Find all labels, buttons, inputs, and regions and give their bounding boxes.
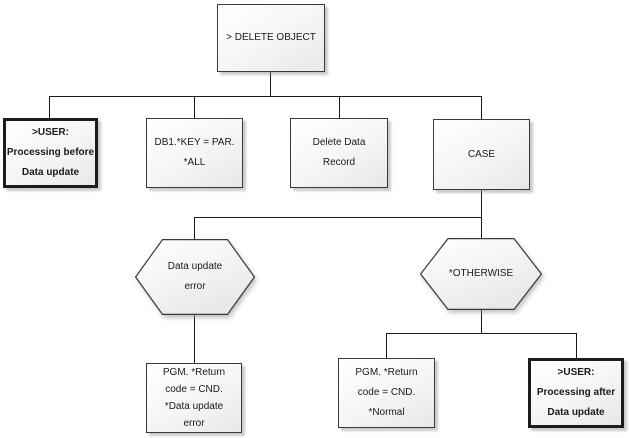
node-label: Data update error: [167, 261, 223, 292]
connector-line: [49, 96, 50, 118]
node-delete-object: > DELETE OBJECT: [217, 4, 325, 72]
connector-line: [194, 96, 195, 118]
node-case: CASE: [433, 119, 530, 190]
connector-line: [339, 96, 340, 118]
node-label: CASE: [467, 148, 496, 160]
connector-line: [576, 333, 577, 358]
node-pgm-return-data-update-error: PGM. *Return code = CND. *Data update er…: [146, 363, 242, 433]
node-label: DB1.*KEY = PAR. *ALL: [154, 137, 235, 168]
connector-line: [386, 333, 387, 358]
node-label: >USER: Processing after Data update: [536, 367, 616, 418]
connector-line: [386, 333, 577, 334]
connector-line: [194, 315, 195, 363]
hexagon-otherwise: *OTHERWISE: [420, 238, 542, 310]
node-label: PGM. *Return code = CND. *Data update er…: [162, 367, 226, 429]
connector-line: [194, 217, 482, 218]
node-label: >USER: Processing before Data update: [6, 127, 95, 178]
node-pgm-return-normal: PGM. *Return code = CND. *Normal: [338, 358, 435, 428]
hexagon-shape: [420, 238, 542, 310]
node-label: *OTHERWISE: [448, 268, 514, 279]
connector-line: [270, 72, 271, 96]
connector-line: [481, 96, 482, 119]
node-label: > DELETE OBJECT: [226, 32, 316, 43]
node-label: PGM. *Return code = CND. *Normal: [355, 367, 418, 418]
connector-line: [481, 310, 482, 333]
hexagon-shape: [135, 239, 255, 315]
connector-line: [194, 217, 195, 239]
node-label: Delete Data Record: [312, 137, 366, 168]
connector-line: [481, 190, 482, 238]
node-user-processing-after: >USER: Processing after Data update: [528, 358, 624, 428]
node-db1-key: DB1.*KEY = PAR. *ALL: [146, 118, 243, 188]
node-delete-data-record: Delete Data Record: [290, 118, 388, 188]
node-user-processing-before: >USER: Processing before Data update: [3, 118, 98, 188]
hexagon-data-update-error: Data update error: [135, 239, 255, 315]
connector-line: [49, 96, 482, 97]
